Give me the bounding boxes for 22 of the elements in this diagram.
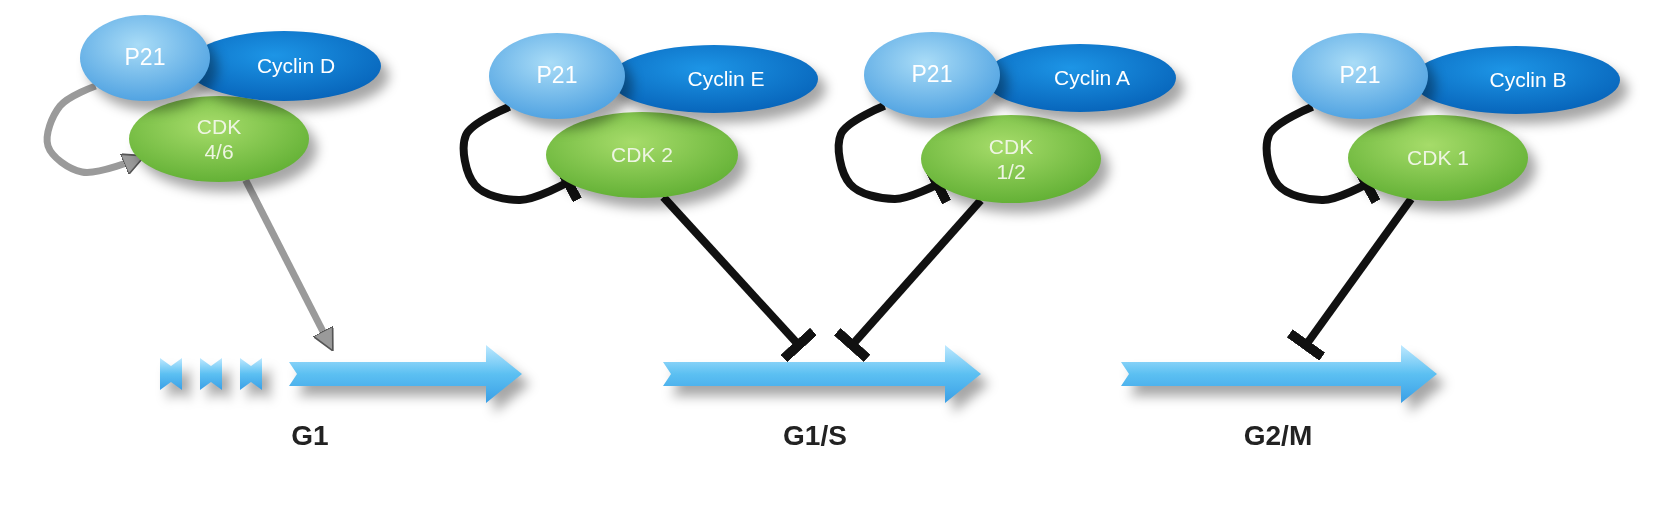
- protein-label: Cyclin A: [1053, 65, 1131, 91]
- protein-label: P21: [535, 62, 579, 90]
- protein-label: CDK 1/2: [987, 133, 1035, 185]
- phase-label: G1: [291, 420, 329, 452]
- protein-label: CDK 4/6: [195, 113, 243, 165]
- protein-label: CDK 1: [1407, 145, 1469, 171]
- protein-label: P21: [1338, 62, 1382, 90]
- protein-label: Cyclin E: [686, 66, 766, 92]
- protein-label: CDK 2: [611, 142, 673, 168]
- protein-label: P21: [123, 44, 167, 72]
- protein-label: Cyclin D: [255, 53, 337, 79]
- inhibition-line: [834, 102, 951, 205]
- phase-label: G1/S: [783, 420, 847, 452]
- inhibition-line: [660, 194, 817, 363]
- inhibition-line: [833, 197, 984, 362]
- arrow: [242, 178, 334, 352]
- inhibition-line: [1262, 103, 1381, 205]
- protein-label: Cyclin B: [1488, 67, 1568, 93]
- protein-label: P21: [910, 61, 954, 89]
- inhibition-line: [459, 103, 582, 204]
- phase-label: G2/M: [1243, 420, 1313, 452]
- inhibition-line: [1286, 196, 1415, 361]
